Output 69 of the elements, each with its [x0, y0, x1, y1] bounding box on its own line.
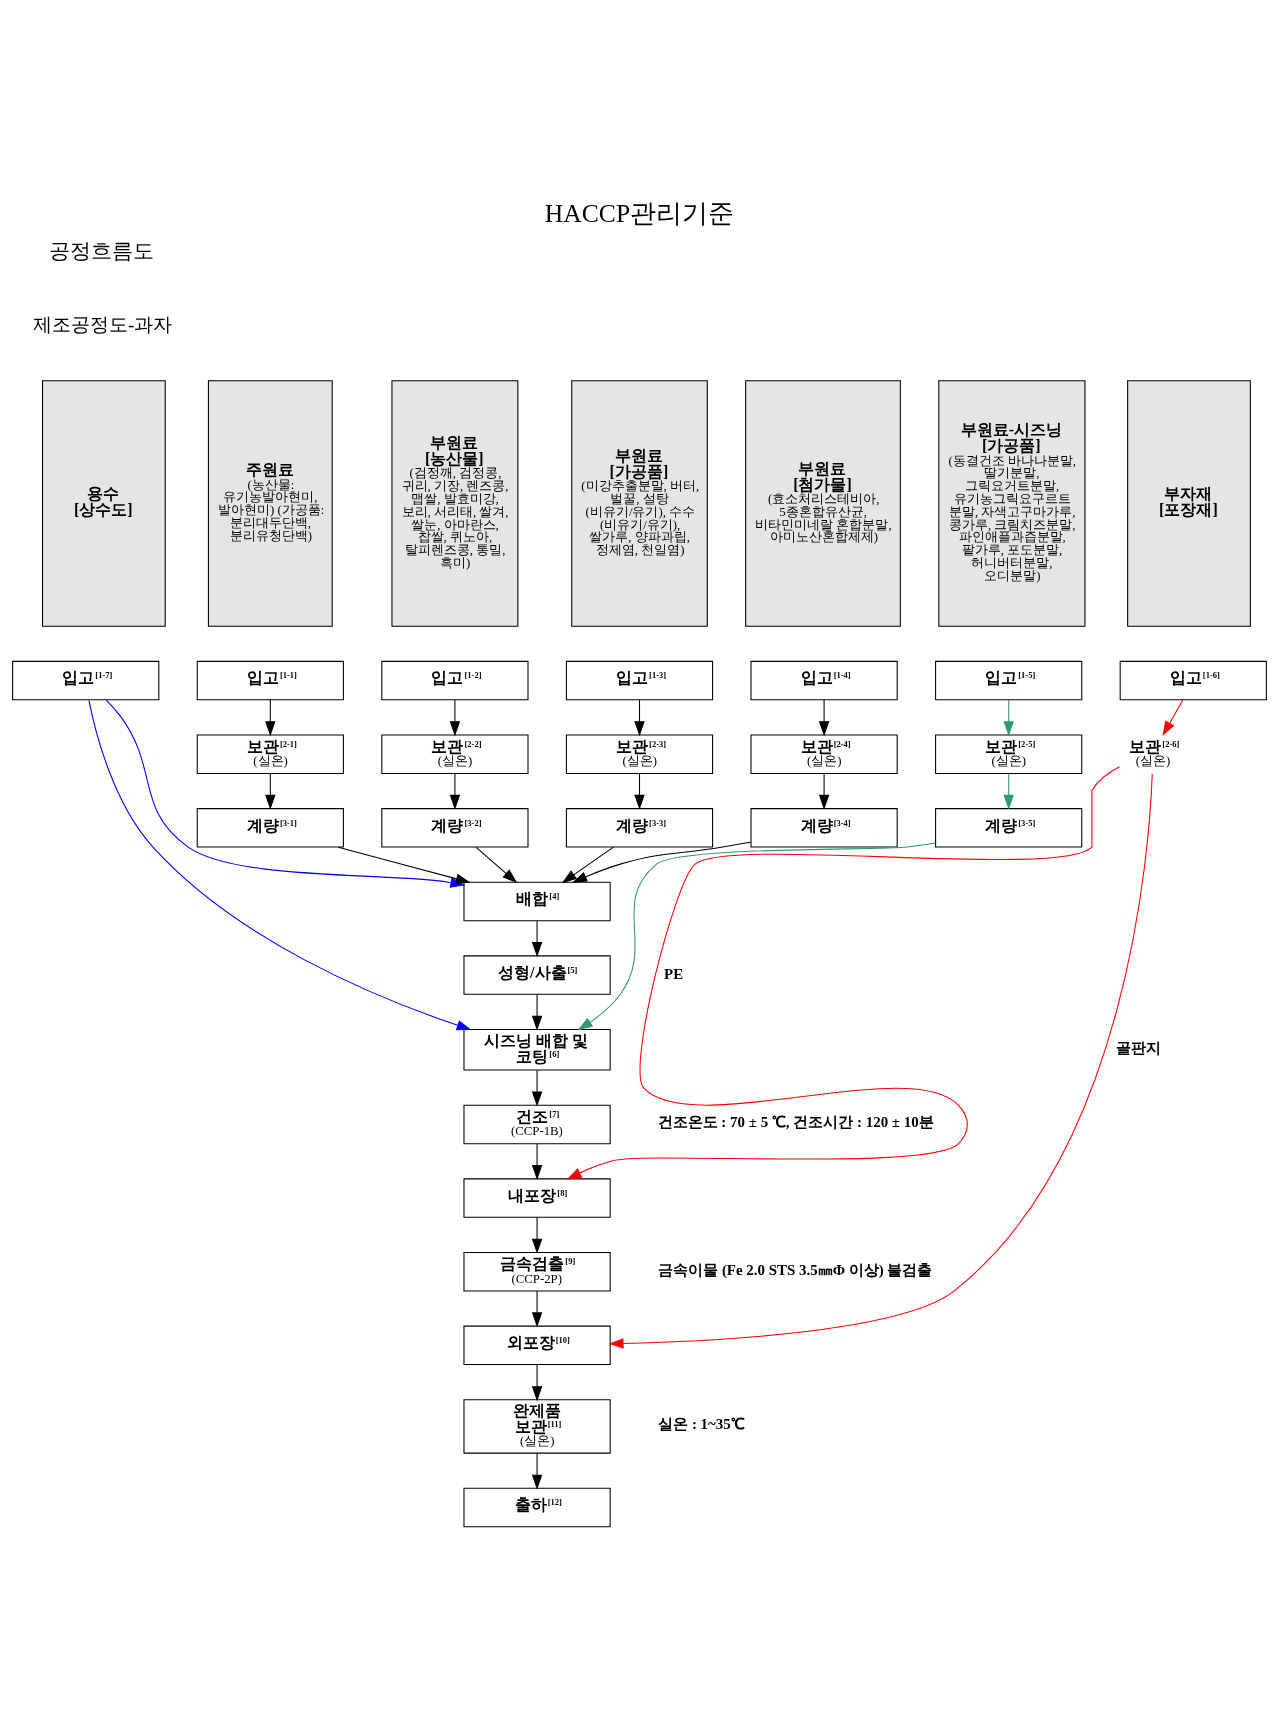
arrow	[337, 846, 471, 884]
node-box: 내포장$^{[8]}$	[463, 1178, 611, 1218]
node-label: 실온 : 1~35℃	[658, 1416, 745, 1433]
arrow	[531, 1217, 543, 1254]
node-box: 건조$^{[7]}$ (CCP-1B)	[463, 1104, 611, 1145]
arrow	[566, 766, 1121, 1180]
node-box: 완제품 보관$^{[11]}$ (실온)	[463, 1399, 611, 1454]
arrow	[265, 773, 276, 810]
arrow	[265, 699, 276, 737]
arrow	[1003, 699, 1014, 737]
diagram-title: HACCP관리기준	[544, 199, 735, 229]
node-box: 보관$^{[2-5]}$ (실온)	[935, 734, 1083, 774]
node-box: 시즈닝 배합 및 코팅$^{[6]}$	[463, 1029, 611, 1071]
arrow	[1162, 699, 1184, 736]
arrow	[1003, 773, 1014, 810]
arrow	[531, 1452, 543, 1490]
node-box: 부자재 [포장재]	[1127, 380, 1251, 627]
node-label: 금속이물 (Fe 2.0 STS 3.5㎜Φ 이상) 불검출	[658, 1261, 933, 1278]
edge-label: 골판지	[1115, 1040, 1161, 1057]
arrow	[531, 920, 543, 958]
node-box: 계량$^{[3-3]}$	[565, 808, 714, 848]
label: 제조공정도-과자	[32, 314, 173, 336]
node-box: 부원료 [가공품] (미강추출분말, 버터, 벌꿀, 설탕 (비유기/유기), 수수 (비유기/유기), 쌀가루, 양파과립, 정제염, 천일염)	[571, 380, 708, 627]
node-box: 계량$^{[3-2]}$	[381, 808, 529, 848]
arrow	[475, 846, 518, 884]
node-text: 보관$^{[2-6]}$ (실온)	[1129, 737, 1180, 769]
arrow	[531, 1290, 543, 1328]
arrow	[818, 699, 830, 737]
edge-label: PE	[664, 965, 684, 982]
arrow	[634, 773, 645, 810]
arrow	[531, 1364, 543, 1402]
node-box: 입고$^{[1-6]}$	[1119, 660, 1267, 701]
arrow	[449, 773, 461, 810]
arrow	[572, 841, 752, 883]
arrow	[634, 699, 645, 737]
arrow	[561, 846, 614, 884]
node-box: 계량$^{[3-1]}$	[196, 808, 344, 848]
node-box: 출하$^{[12]}$	[463, 1487, 611, 1528]
arrow	[818, 773, 830, 810]
node-label: 건조온도 : 70 ± 5 ℃, 건조시간 : 120 ± 10분	[657, 1114, 934, 1131]
node-box: 계량$^{[3-5]}$	[935, 808, 1083, 848]
node-box: 주원료 (농산물: 유기농발아현미, 발아현미) (가공품: 분리대두단백, 분리유청단백)	[207, 380, 333, 627]
arrow	[88, 699, 472, 1031]
label: 공정흐름도	[49, 239, 155, 264]
node-box: 입고$^{[1-4]}$	[750, 660, 898, 701]
node-box: 입고$^{[1-3]}$	[565, 660, 714, 701]
arrow	[531, 993, 543, 1031]
node-box: 입고$^{[1-1]}$	[196, 660, 344, 701]
node-box: 입고$^{[1-5]}$	[935, 660, 1083, 701]
node-box: 보관$^{[2-4]}$ (실온)	[750, 734, 898, 774]
node-box: 부원료 [첨가물] (효소처리스테비아, 5종혼합유산균, 비타민미네랄 혼합분말, 아미노산혼합제제)	[745, 380, 901, 627]
arrow	[608, 773, 1153, 1349]
node-box: 성형/사출$^{[5]}$	[463, 955, 611, 995]
arrow	[449, 699, 461, 737]
node-box: 보관$^{[2-1]}$ (실온)	[196, 734, 344, 774]
node-box: 부원료 [농산물] (검정깨, 검정콩, 귀리, 기장, 렌즈콩, 맵쌀, 발효미강, 보리, 서리태, 쌀겨, 쌀눈, 아마란스, 찹쌀, 퀴노아, 탈피렌즈콩, 통밀, 흑미)	[391, 380, 519, 627]
node-box: 계량$^{[3-4]}$	[750, 808, 898, 848]
node-box: 입고$^{[1-2]}$	[381, 660, 529, 701]
node-box: 부원료-시즈닝 [가공품] (동결건조 바나나분말, 딸기분말, 그릭요거트분말, 유기농그릭요구르트 분말, 자색고구마가루, 콩가루, 크림치즈분말, 파인애플과즙분말, 팥가루, 포도분말, 허니버터분말, 오디분말)	[938, 380, 1086, 627]
node-box: 금속검출$^{[9]}$ (CCP-2P)	[463, 1252, 611, 1292]
node-box: 배합$^{[4]}$	[463, 881, 611, 922]
arrow	[531, 1069, 543, 1107]
node-box: 보관$^{[2-3]}$ (실온)	[565, 734, 714, 774]
node-box: 입고$^{[1-7]}$	[12, 660, 160, 701]
node-box: 외포장$^{[10]}$	[463, 1325, 611, 1366]
node-box: 용수 [상수도]	[42, 380, 166, 627]
arrow	[577, 842, 936, 1031]
node-box: 보관$^{[2-2]}$ (실온)	[381, 734, 529, 774]
arrow	[531, 1143, 543, 1181]
